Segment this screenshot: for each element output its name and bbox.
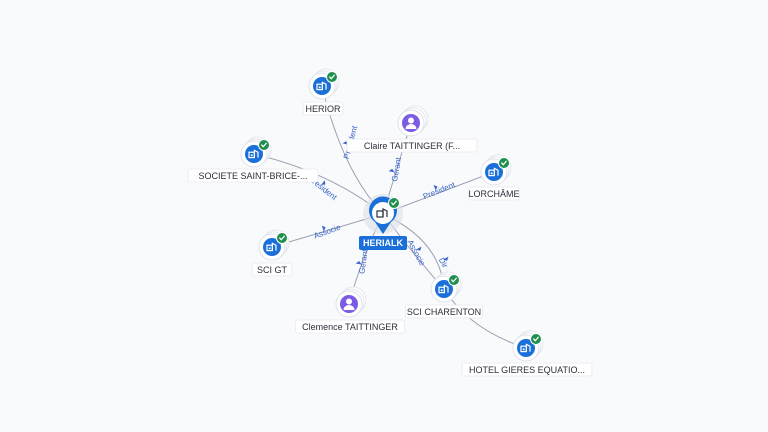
node-label: Claire TAITTINGER (F...: [364, 141, 460, 151]
building-icon: [263, 238, 281, 256]
check-badge-icon: [276, 232, 288, 244]
graph-node[interactable]: SCI GT: [251, 229, 293, 277]
check-badge-icon: [258, 139, 270, 151]
graph-node[interactable]: LORCHÂME: [468, 154, 520, 201]
node-label-bg: [468, 186, 520, 201]
arrow-icon: [355, 261, 362, 265]
node-label: SOCIETE SAINT-BRICE-...: [198, 171, 307, 181]
check-badge-icon: [326, 71, 338, 83]
building-icon: [376, 208, 388, 218]
arrow-icon: [321, 225, 326, 232]
node-label: Clemence TAITTINGER: [302, 322, 398, 332]
graph-node[interactable]: HERIOR: [302, 68, 344, 116]
edge-label: Gerant: [357, 248, 369, 274]
person-icon: [402, 114, 420, 132]
node-label-bg: [187, 168, 319, 183]
center-label-bg: [359, 236, 407, 250]
edge-label: President: [422, 180, 457, 201]
arrow-icon: [321, 180, 326, 186]
graph-node[interactable]: SOCIETE SAINT-BRICE-...: [187, 136, 319, 183]
center-label: HERIALK: [363, 238, 403, 248]
node-label-bg: [251, 262, 293, 277]
graph-node[interactable]: Clemence TAITTINGER: [295, 286, 405, 334]
arrow-icon: [388, 168, 395, 173]
edge-label: Associe: [312, 222, 342, 240]
graph-node[interactable]: Claire TAITTINGER (F...: [346, 105, 478, 153]
node-label: SCI CHARENTON: [407, 307, 481, 317]
node-label: SCI GT: [257, 265, 288, 275]
graph-node[interactable]: HOTEL GIERES EQUATIO...: [461, 330, 593, 377]
node-label-bg: [461, 362, 593, 377]
node-label: HERIOR: [305, 104, 341, 114]
arrow-icon: [433, 184, 438, 191]
node-label: LORCHÂME: [468, 189, 519, 199]
building-icon: [485, 163, 503, 181]
node-label-bg: [295, 319, 405, 334]
node-label-bg: [346, 138, 478, 153]
center-node[interactable]: HERIALK: [359, 194, 407, 250]
building-icon: [435, 280, 453, 298]
edge-line: [443, 288, 527, 349]
node-label-bg: [302, 101, 344, 116]
node-label: HOTEL GIERES EQUATIO...: [469, 365, 585, 375]
node-label-bg: [405, 304, 483, 319]
check-badge-icon: [498, 157, 510, 169]
edge-label: Gerant: [390, 156, 403, 182]
nodes-layer: HERIOR Claire TAITTINGER (F... SOCIETE SAI…: [187, 68, 593, 377]
person-icon: [340, 295, 358, 313]
arrow-icon: [443, 256, 449, 261]
graph-node[interactable]: SCI CHARENTON: [405, 271, 483, 319]
building-icon: [313, 77, 331, 95]
arrow-icon: [416, 246, 422, 251]
check-badge-icon: [448, 274, 460, 286]
building-icon: [245, 145, 263, 163]
check-badge-icon: [530, 333, 542, 345]
building-icon: [517, 339, 535, 357]
check-badge-icon: [388, 197, 400, 209]
